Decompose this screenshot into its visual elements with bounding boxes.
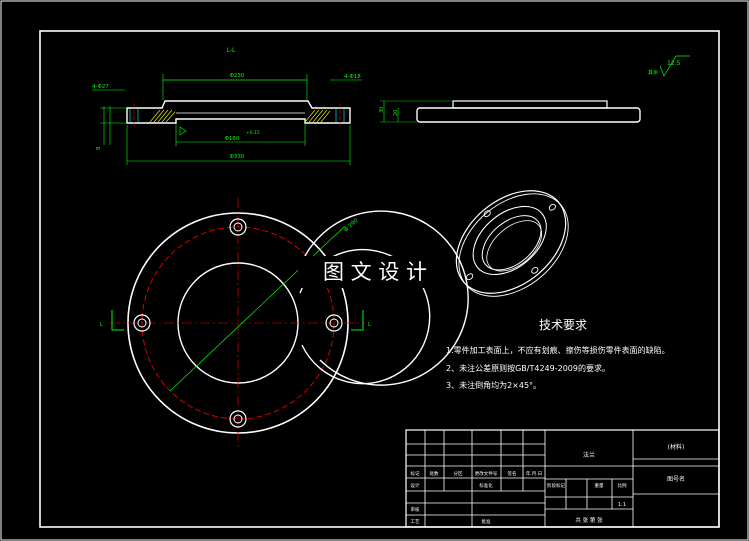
- bolt-hole-left: [133, 314, 151, 332]
- title-block-material: (材料): [668, 443, 685, 451]
- side-dim-b: 20: [393, 110, 399, 116]
- dim-inner-text: Φ180: [225, 136, 240, 142]
- plan-view: Φ 290 L L: [100, 198, 469, 448]
- bolt-hole-bottom: [229, 410, 247, 428]
- tech-requirements: 技术要求 1.零件加工表面上，不应有划痕、擦伤等损伤零件表面的缺陷。 2、未注公…: [446, 318, 670, 390]
- roughness-note: 其余: [648, 69, 658, 76]
- flange-section-body: [126, 100, 351, 124]
- side-view-hub: [452, 100, 608, 109]
- pcd-dim-text: Φ 290: [343, 217, 360, 233]
- roughness-symbol: 12.5 其余: [648, 55, 690, 77]
- marker-left-text: L: [100, 322, 103, 328]
- dim-left-note: 4-Φ27: [92, 84, 109, 90]
- tb-process-1: 批准: [482, 518, 491, 525]
- watermark-bg: [298, 256, 452, 288]
- roughness-value: 12.5: [667, 60, 681, 67]
- side-view: 30 20: [379, 100, 641, 123]
- title-block-sheet-info: 共 张 第 张: [575, 516, 603, 524]
- iso-view: [455, 190, 569, 297]
- section-view: L-L Φ230 4-Φ27 4-Φ18: [92, 47, 362, 165]
- title-block-part-name: 法兰: [583, 451, 595, 459]
- hatch-right: [304, 109, 331, 123]
- title-block-scale: 1:1: [618, 502, 626, 508]
- dim-side-text: 8: [96, 146, 102, 150]
- inner-frame: [39, 30, 720, 528]
- hub-outer-arc: [301, 210, 469, 386]
- section-marker-left: [111, 310, 124, 331]
- hub-inner-arc: [299, 248, 431, 385]
- pcd-dim-line: [169, 225, 346, 392]
- tb-role-2: 阶段标记: [547, 482, 565, 489]
- hatch-left: [149, 109, 176, 123]
- tb-role-0: 设计: [411, 482, 420, 489]
- tech-item-1: 1.零件加工表面上，不应有划痕、擦伤等损伤零件表面的缺陷。: [446, 345, 670, 355]
- tb-header-3: 更改文件号: [475, 470, 498, 477]
- tech-title: 技术要求: [539, 318, 587, 332]
- tb-role-4: 比例: [618, 482, 627, 489]
- watermark: 图 文 设 计: [323, 260, 427, 284]
- tb-role-3: 重量: [595, 482, 604, 489]
- marker-right-text: L: [368, 322, 371, 328]
- tb-header-4: 签名: [508, 470, 517, 477]
- bolt-hole-right: [325, 314, 343, 332]
- dim-bottom-text: Φ330: [230, 154, 245, 160]
- title-block: [405, 429, 720, 528]
- title-block-drawing-no: 图号名: [667, 475, 685, 483]
- dim-tol-text: +0.15: [246, 130, 260, 136]
- tb-header-1: 处数: [430, 470, 439, 477]
- bolt-hole-top: [229, 218, 247, 236]
- tb-process-0: 工艺: [411, 519, 420, 525]
- tech-item-3: 3、未注倒角均为2×45°。: [446, 380, 541, 390]
- tech-item-2: 2、未注公差原则按GB/T4249-2009的要求。: [446, 363, 610, 373]
- section-label: L-L: [227, 47, 236, 54]
- side-view-flange: [416, 107, 641, 123]
- dim-top-text: Φ230: [230, 73, 245, 79]
- tb-review: 审核: [411, 506, 420, 513]
- dim-right-note: 4-Φ18: [344, 74, 361, 80]
- tb-role-1: 标准化: [479, 482, 493, 489]
- tb-header-5: 年.月.日: [526, 470, 542, 477]
- tb-header-2: 分区: [454, 470, 463, 477]
- section-marker-right: [351, 310, 364, 331]
- side-dim-a: 30: [379, 107, 385, 113]
- tb-header-0: 标记: [411, 470, 420, 477]
